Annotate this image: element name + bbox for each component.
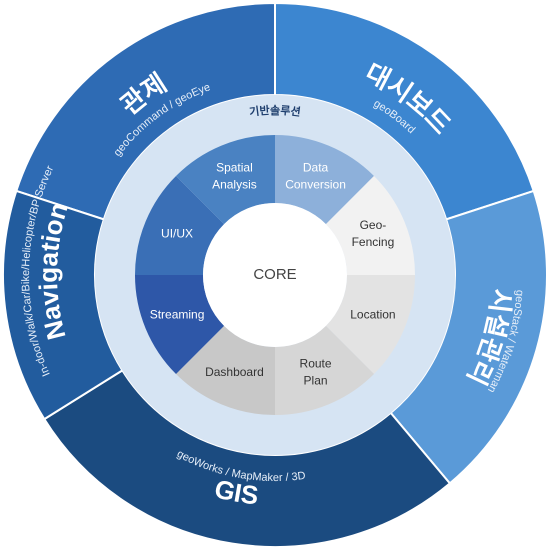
inner-segment-label: Location — [350, 308, 395, 322]
inner-segment-2 — [325, 176, 415, 275]
inner-segment-6 — [135, 275, 225, 374]
inner-segment-5 — [176, 325, 275, 415]
foundation-ring-label: 기반솔루션 — [248, 103, 301, 119]
core-label: CORE — [253, 266, 296, 283]
inner-segment-1 — [275, 135, 374, 225]
inner-segment-4 — [275, 325, 374, 415]
inner-segment-label: Geo-Fencing — [352, 218, 395, 249]
inner-segment-7 — [135, 176, 225, 275]
inner-segment-8 — [176, 135, 275, 225]
core-circle — [203, 203, 347, 347]
inner-segment-label: Streaming — [150, 308, 205, 322]
inner-segment-label: Dashboard — [205, 365, 264, 379]
inner-segment-3 — [325, 275, 415, 374]
inner-segment-label: UI/UX — [161, 227, 193, 241]
